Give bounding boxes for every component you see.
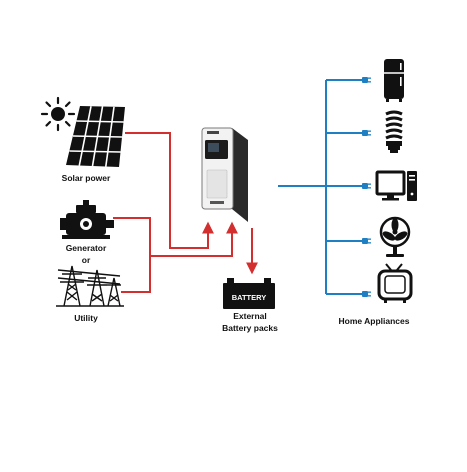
fan-icon [379, 216, 411, 257]
plug-icons [362, 77, 371, 297]
refrigerator-icon [384, 59, 404, 102]
input-lines [113, 132, 258, 293]
light-bulb-icon [385, 110, 403, 153]
output-lines [278, 79, 362, 295]
solar-panel-icon [66, 106, 125, 167]
utility-tower-icon [56, 265, 124, 307]
computer-icon [375, 170, 417, 201]
battery-label: BATTERY [232, 293, 267, 302]
battery-packs-label: Battery packs [222, 323, 278, 333]
generator-icon [60, 200, 114, 239]
plug-icon [362, 183, 371, 189]
utility-label: Utility [74, 313, 98, 323]
plug-icon [362, 291, 371, 297]
generator-label: Generator [65, 243, 107, 253]
inverter-icon [201, 127, 248, 222]
utility-line [121, 256, 151, 293]
plug-icon [362, 77, 371, 83]
home-appliances-label: Home Appliances [338, 316, 410, 326]
sun-icon [40, 96, 76, 132]
plug-icon [362, 238, 371, 244]
solar-power-label: Solar power [61, 173, 111, 183]
tv-icon [377, 263, 413, 303]
battery-icon: BATTERY [223, 278, 275, 309]
plug-icon [362, 130, 371, 136]
external-label: External [233, 311, 267, 321]
or-label: or [81, 255, 91, 265]
solar-line [125, 132, 214, 249]
